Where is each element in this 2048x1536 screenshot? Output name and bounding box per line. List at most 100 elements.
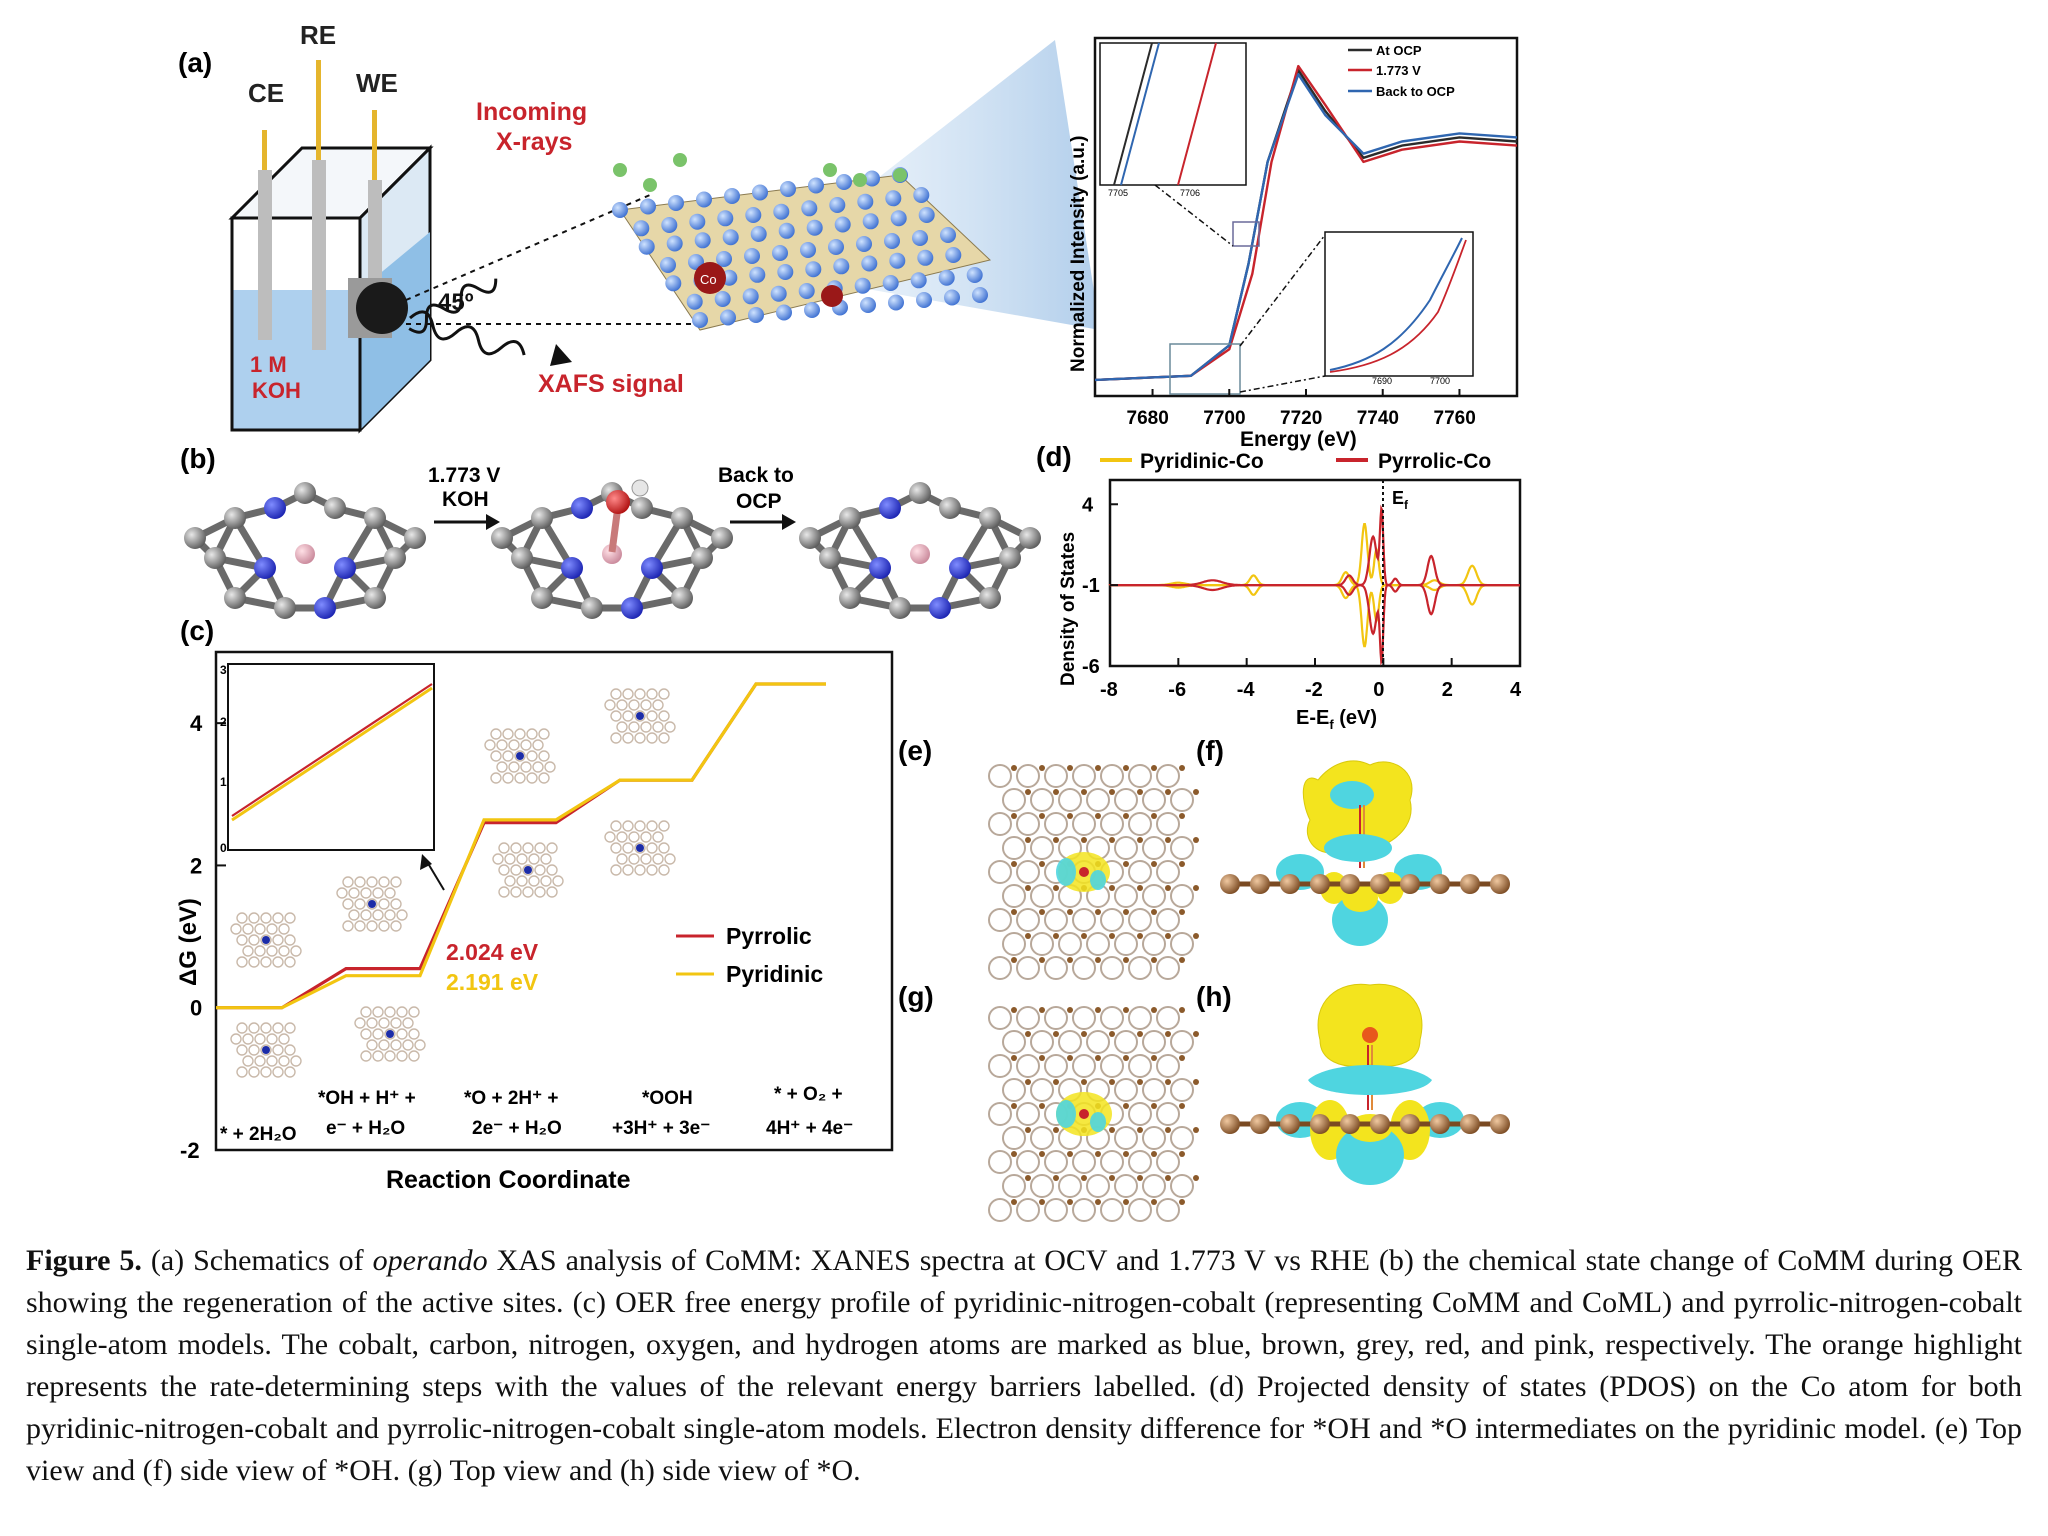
thumb-ring [622, 732, 634, 744]
thumb-ring [610, 710, 622, 722]
graphene-c-atom [1151, 1103, 1157, 1109]
thumb-ring [540, 875, 552, 887]
graphene-c-atom [1179, 1199, 1185, 1205]
sheet-atom [889, 252, 906, 269]
carbon-atom [999, 547, 1021, 569]
graphene-ring [1156, 1198, 1180, 1222]
thumb-ring [260, 912, 272, 924]
sheet-atom [745, 207, 762, 223]
graphene-ring [1142, 836, 1166, 860]
carbon-atom [631, 497, 653, 519]
thumb-ring [492, 853, 504, 865]
sheet-atom [692, 312, 708, 328]
thumb-ring [254, 1055, 266, 1067]
thumb-ring [658, 864, 670, 876]
graphene-c-atom [1067, 1007, 1073, 1013]
graphene-c-atom [1067, 957, 1073, 963]
thumb-ring [372, 1006, 384, 1018]
graphene-ring [1114, 1174, 1138, 1198]
graphene-c-atom [1109, 885, 1115, 891]
graphene-c-atom [1025, 789, 1031, 795]
graphene-c-atom [1193, 837, 1199, 843]
graphene-ring [1100, 1054, 1124, 1078]
inset1-tick-1: 7705 [1108, 188, 1128, 198]
sheet-atom [860, 297, 876, 313]
thumb-ring [664, 721, 676, 733]
thumb-ring [496, 761, 508, 773]
chain-atom [1430, 874, 1450, 894]
graphene-c-atom [1151, 1151, 1157, 1157]
inset2-tick-1: 7690 [1372, 376, 1392, 386]
thumb-ring [384, 1050, 396, 1062]
carbon-atom [581, 597, 603, 619]
xray-photon [893, 168, 907, 182]
nitrogen-atom [264, 497, 286, 519]
graphene-c-atom [1081, 1079, 1087, 1085]
cobalt-atom [602, 544, 622, 564]
carbon-atom [324, 497, 346, 519]
graphene-c-atom [1179, 1007, 1185, 1013]
chain-atom [1280, 874, 1300, 894]
graphene-c-atom [1025, 885, 1031, 891]
thumb-ring [284, 956, 296, 968]
inset-ytick-2: 2 [220, 715, 227, 729]
energy-ytick-label: -2 [180, 1138, 200, 1163]
sheet-atom [972, 287, 988, 303]
sheet-atom [638, 238, 655, 255]
graphene-c-atom [1123, 1055, 1129, 1061]
graphene-c-atom [1011, 957, 1017, 963]
graphene-ring [1156, 812, 1180, 836]
pdos-ytick-label: 4 [1082, 494, 1094, 516]
thumb-ring [516, 875, 528, 887]
sheet-atom [776, 304, 792, 321]
graphene-ring [1072, 1006, 1096, 1030]
electrolyte-line1: 1 M [250, 352, 287, 377]
energy-profile-plot: (c) 420-2 3 2 1 0 2.024 eV 2.191 eV Pyrr… [175, 615, 894, 1194]
graphene-ring [1128, 956, 1152, 980]
thumb-ring [290, 1055, 302, 1067]
thumb-ring [658, 820, 670, 832]
carbon-atom [711, 527, 733, 549]
graphene-c-atom [1067, 1199, 1073, 1205]
graphene-ring [1002, 1174, 1026, 1198]
nitrogen-atom [571, 497, 593, 519]
graphene-ring [1002, 788, 1026, 812]
graphene-c-atom [1053, 1127, 1059, 1133]
sheet-atom [888, 294, 904, 311]
carbon-atom [294, 482, 316, 504]
thumb-ring [634, 842, 646, 854]
incoming-wave [408, 278, 498, 334]
thumb-ring [284, 1066, 296, 1078]
graphene-ring [1044, 956, 1068, 980]
carbon-atom [531, 507, 553, 529]
thumb-ring [622, 842, 634, 854]
graphene-c-atom [1095, 1055, 1101, 1061]
carbon-atom [364, 587, 386, 609]
graphene-c-atom [1095, 909, 1101, 915]
thumb-ring [284, 1022, 296, 1034]
graphene-c-atom [1165, 837, 1171, 843]
graphene-ring [1016, 956, 1040, 980]
thumb-ring [354, 1017, 366, 1029]
pdos-xtick-label: 4 [1510, 679, 1522, 701]
xanes-tick-label: 7740 [1357, 408, 1399, 429]
panel-c-label: (c) [180, 615, 214, 646]
thumb-ring [390, 1039, 402, 1051]
catalyst-sheet: Co [612, 153, 992, 331]
arrow1-line1: 1.773 V [428, 464, 500, 487]
panel-f-label: (f) [1196, 735, 1224, 766]
step-label-5: * + O₂ +4H⁺ + 4e⁻ [766, 1084, 853, 1139]
graphene-ring [1156, 1102, 1180, 1126]
thumb-ring [384, 909, 396, 921]
thumb-ring [360, 1006, 372, 1018]
graphene-c-atom [1151, 909, 1157, 915]
chain-atom [1400, 874, 1420, 894]
energy-ytick-label: 2 [190, 853, 202, 878]
sheet-atom [882, 275, 899, 291]
graphene-c-atom [1039, 861, 1045, 867]
thumb-center [524, 866, 532, 874]
graphene-ring [988, 1198, 1012, 1222]
graphene-ring [1170, 932, 1194, 956]
pdos-xtick-label: 2 [1442, 679, 1453, 701]
graphene-c-atom [1081, 789, 1087, 795]
